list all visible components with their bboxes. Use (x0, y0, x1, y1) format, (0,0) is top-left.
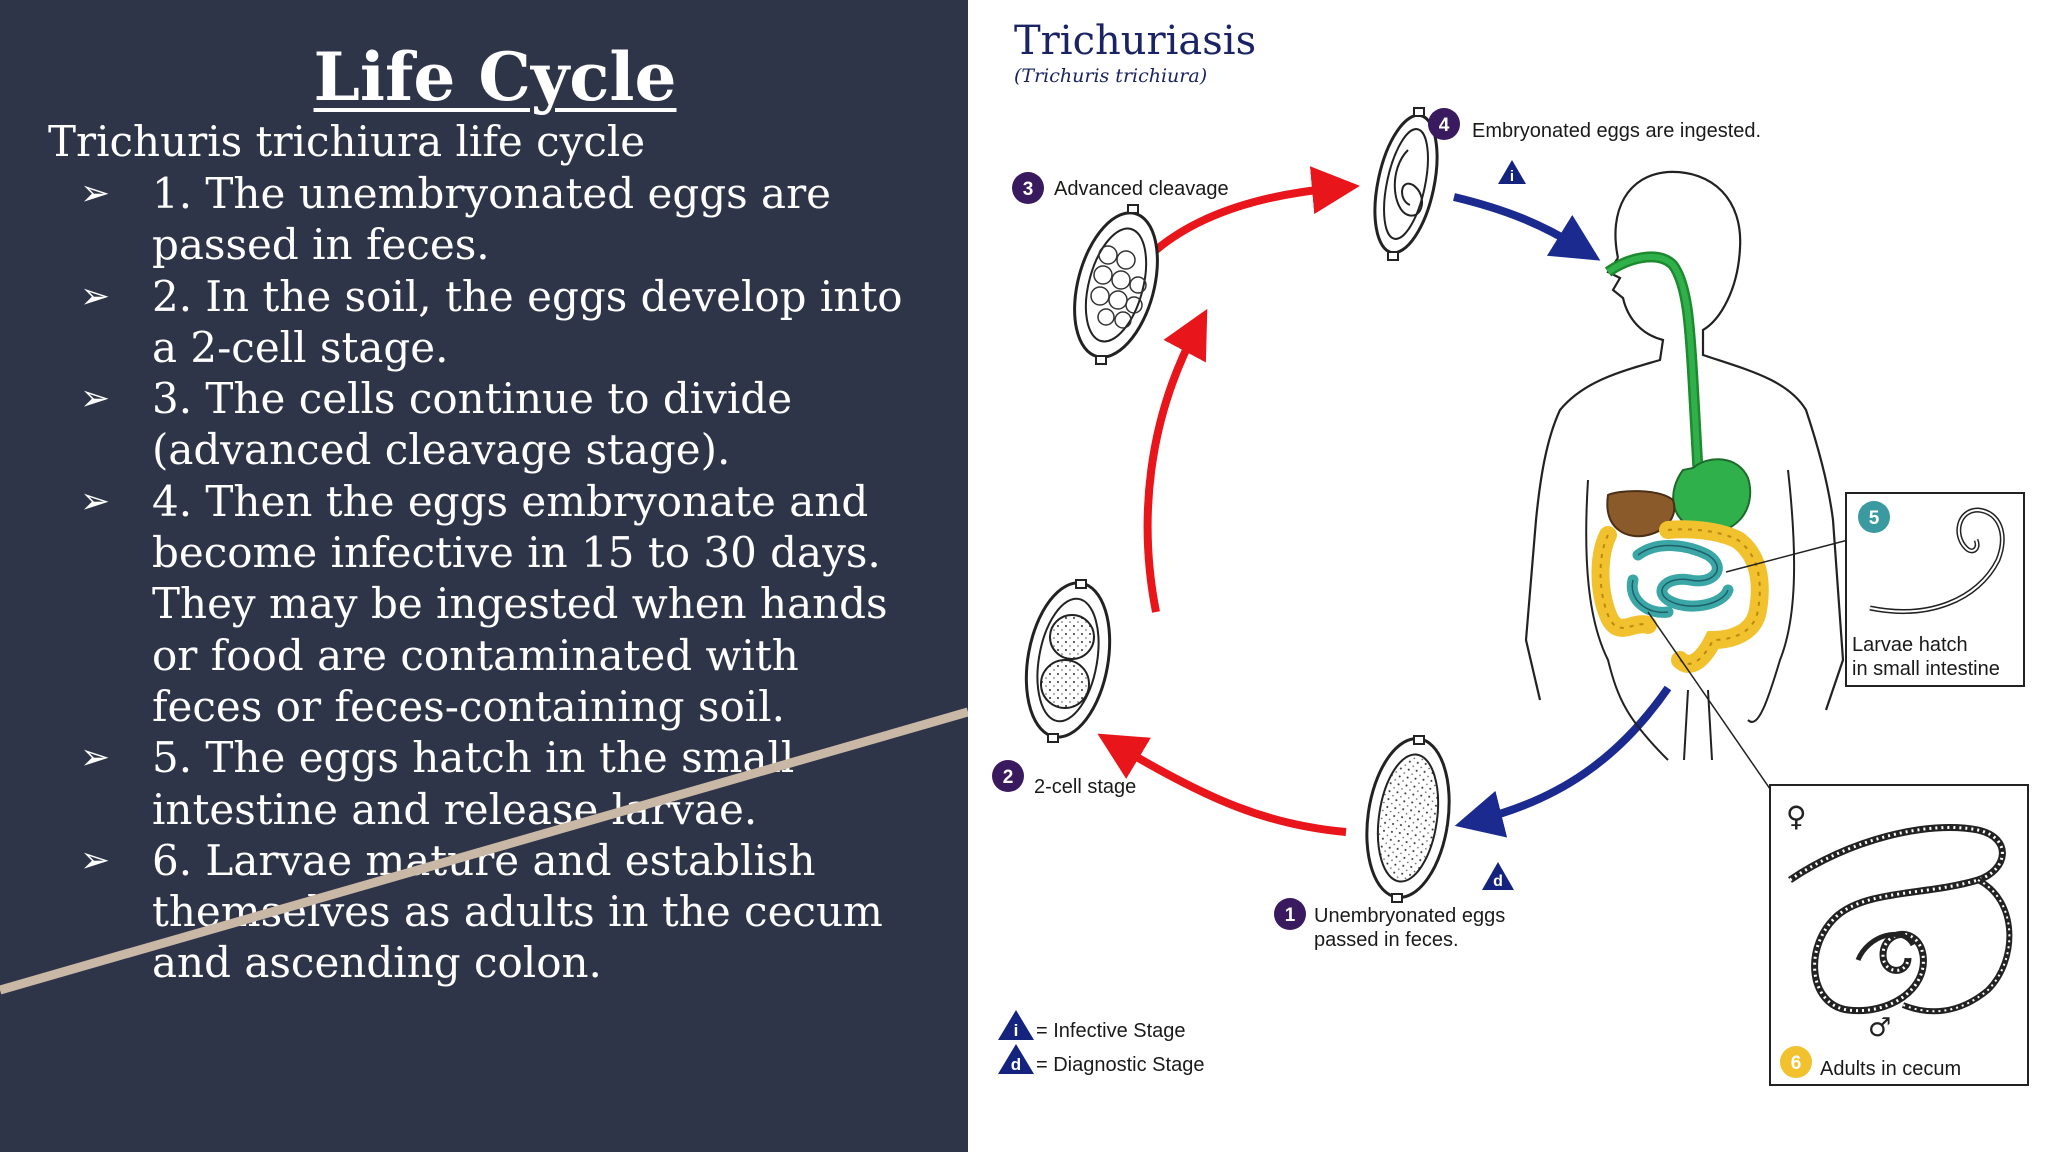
list-item: ➢ 2. In the soil, the eggs develop into a… (0, 271, 922, 374)
triangle-letter: d (1493, 873, 1503, 890)
stage-number: 5 (1869, 508, 1880, 529)
arrow-2-to-3 (1143, 308, 1208, 613)
arrow-bullet-icon: ➢ (80, 737, 111, 779)
arrow-1-to-2 (1097, 733, 1347, 836)
stage-badge (1428, 108, 1460, 140)
steps-list: ➢ 1. The unembryonated eggs are passed in… (0, 168, 922, 989)
diagram-canvas: Trichuriasis (Trichuris trichiura) (992, 18, 2029, 1086)
stage-number: 3 (1023, 179, 1034, 200)
list-item: ➢ 1. The unembryonated eggs are passed in… (0, 168, 922, 271)
step-text: 6. Larvae mature and establish themselve… (152, 835, 883, 988)
triangle-letter: i (1510, 168, 1514, 185)
egg-unembryonated (1365, 735, 1451, 903)
step-text: 4. Then the eggs embryonate and become i… (152, 476, 888, 731)
stage-badge (1274, 898, 1306, 930)
list-item: ➢ 6. Larvae mature and establish themselv… (0, 835, 922, 989)
slide-title: Life Cycle (313, 38, 677, 116)
digestive-tract (1591, 251, 1769, 673)
legend-letter: i (1014, 1021, 1019, 1040)
stage-3-label: 3 Advanced cleavage (1012, 172, 1229, 204)
diagnostic-stage-icon (1482, 862, 1514, 890)
stage-label-line2: in small intestine (1852, 658, 2000, 680)
legend-letter: d (1011, 1055, 1021, 1074)
egg-advanced-cleavage (1073, 204, 1159, 365)
legend: i = Infective Stage d = Diagnostic Stage (998, 1010, 1204, 1076)
human-body-illustration (1524, 170, 1845, 761)
stage-badge (1858, 501, 1890, 533)
arrow-bullet-icon: ➢ (80, 275, 111, 317)
text-panel: Life Cycle Trichuris trichiura life cycl… (0, 0, 968, 1152)
step-text: 2. In the soil, the eggs develop into a … (152, 271, 903, 372)
pointer-to-larvae (1725, 539, 1849, 573)
stage-label: Adults in cecum (1820, 1058, 1961, 1080)
list-item: ➢ 4. Then the eggs embryonate and become … (0, 476, 922, 732)
arrow-bullet-icon: ➢ (80, 480, 111, 522)
stage-badge (992, 760, 1024, 792)
arrow-host-to-1 (1454, 685, 1672, 838)
stage-2-label: 2 2-cell stage (992, 760, 1136, 798)
arrow-bullet-icon: ➢ (80, 839, 111, 881)
arrow-bullet-icon: ➢ (80, 173, 111, 214)
slide-subtitle: Trichuris trichiura life cycle (48, 117, 646, 166)
step-text: 1. The unembryonated eggs are passed in … (152, 169, 832, 270)
legend-label: = Diagnostic Stage (1036, 1054, 1204, 1076)
stage-6-label: 6 Adults in cecum (1780, 1046, 1961, 1080)
list-item: ➢ 5. The eggs hatch in the small intestin… (0, 732, 922, 835)
stage-number: 4 (1439, 115, 1450, 136)
arrow-4-to-host (1453, 193, 1601, 261)
stage-label: Advanced cleavage (1054, 178, 1229, 200)
inset-adult-worms: ♀ ♂ (1769, 784, 2029, 1086)
life-cycle-diagram: Trichuriasis (Trichuris trichiura) (968, 0, 2048, 1152)
stage-4-label: 4 Embryonated eggs are ingested. i (1428, 108, 1761, 185)
stage-label: Larvae hatch (1852, 634, 1968, 656)
female-symbol: ♀ (1786, 800, 1807, 833)
stage-number: 6 (1791, 1053, 1802, 1074)
step-text: 3. The cells continue to divide (advance… (152, 374, 793, 475)
stage-label: Embryonated eggs are ingested. (1472, 120, 1761, 142)
stage-badge (1012, 172, 1044, 204)
stage-badge (1780, 1046, 1812, 1078)
male-symbol: ♂ (1868, 1013, 1891, 1043)
diagram-title: Trichuriasis (1014, 18, 1256, 64)
infective-stage-icon (998, 1010, 1034, 1040)
stage-label-line2: passed in feces. (1314, 929, 1459, 951)
egg-2-cell (1024, 579, 1112, 743)
pointer-to-adults (1647, 611, 1789, 816)
legend-label: = Infective Stage (1036, 1020, 1186, 1042)
arrow-bullet-icon: ➢ (80, 378, 111, 420)
step-text: 5. The eggs hatch in the small intestine… (152, 733, 795, 834)
stage-label: 2-cell stage (1034, 776, 1136, 798)
diagram-subtitle: (Trichuris trichiura) (1014, 65, 1207, 87)
arrow-3-to-4 (1153, 166, 1360, 254)
stage-1-label: d 1 Unembryonated eggs passed in feces. (1274, 862, 1514, 951)
stage-number: 1 (1285, 905, 1296, 926)
stage-number: 2 (1003, 767, 1014, 788)
stage-label: Unembryonated eggs (1314, 905, 1505, 927)
list-item: ➢ 3. The cells continue to divide (advanc… (0, 373, 922, 476)
infective-stage-icon (1498, 160, 1526, 184)
egg-embryonated (1373, 107, 1439, 261)
diagnostic-stage-icon (998, 1044, 1034, 1074)
stage-5-label: 5 Larvae hatch in small intestine (1852, 501, 2000, 680)
